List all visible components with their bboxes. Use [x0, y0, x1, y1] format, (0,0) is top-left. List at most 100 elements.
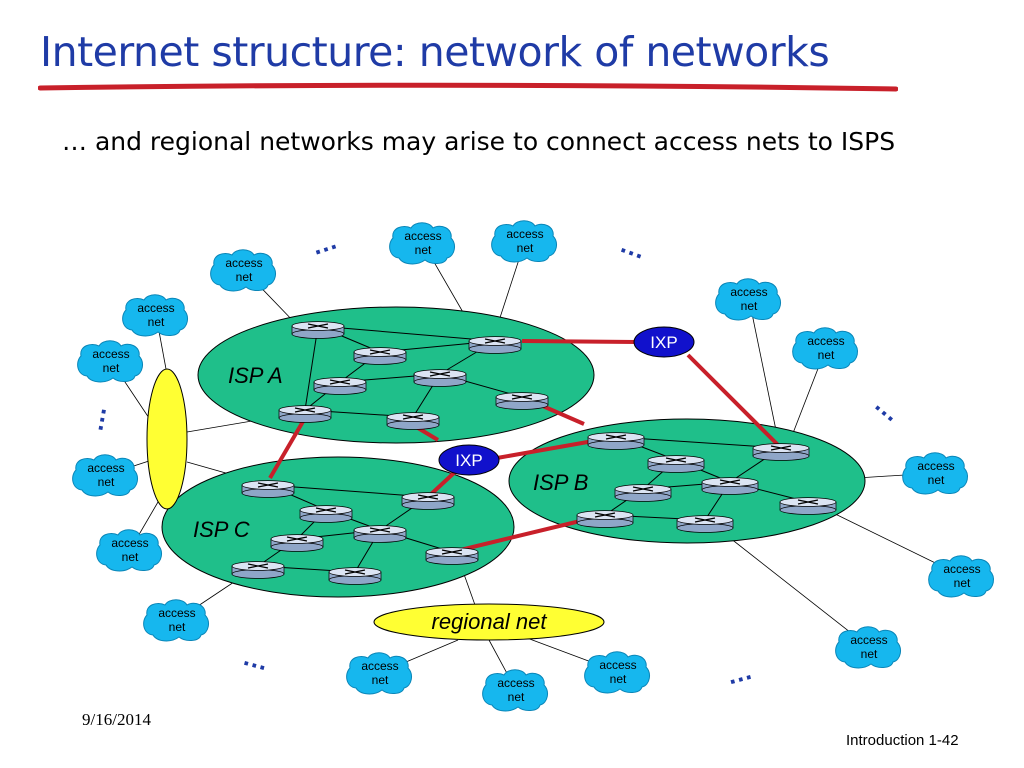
cloud-icon	[77, 340, 143, 383]
access-net-label: access	[497, 676, 534, 690]
ixp-top-label: IXP	[650, 333, 677, 352]
cloud-icon	[792, 327, 858, 370]
router-icon	[270, 534, 324, 552]
isp-c-label: ISP C	[193, 517, 250, 542]
internal-link	[267, 484, 429, 498]
peering-link	[521, 339, 637, 344]
access-net-label: access	[92, 347, 129, 361]
router-icon	[241, 480, 295, 498]
access-net-label: access	[599, 658, 636, 672]
access-net-label: access	[730, 285, 767, 299]
access-net-label: access	[361, 659, 398, 673]
router-icon	[468, 336, 522, 354]
router-icon	[291, 321, 345, 339]
router-icon	[701, 477, 759, 495]
regional-net-left	[146, 368, 188, 510]
access-net-label: net	[98, 475, 115, 489]
access-net-label: access	[807, 334, 844, 348]
ellipsis-bottom-left: …	[240, 641, 273, 677]
access-net-label: net	[122, 550, 139, 564]
access-link	[748, 298, 779, 441]
ellipsis-right: …	[869, 388, 908, 428]
ellipsis-bottom-right: …	[723, 655, 756, 691]
access-link	[715, 526, 870, 648]
ellipsis-top-left: …	[307, 225, 341, 262]
access-net-label: net	[818, 348, 835, 362]
ellipsis-left: …	[78, 403, 112, 434]
access-net-label: access	[917, 459, 954, 473]
access-net-label: net	[148, 315, 165, 329]
title-underline	[38, 82, 898, 92]
access-net-label: net	[741, 299, 758, 313]
regional-net-bottom	[373, 603, 605, 641]
router-icon	[386, 412, 440, 430]
access-net-label: access	[225, 256, 262, 270]
cloud-icon	[210, 249, 276, 292]
router-icon	[752, 443, 810, 461]
cloud-icon	[96, 529, 162, 572]
router-icon	[299, 505, 353, 523]
cloud-icon	[389, 222, 455, 265]
router-icon	[587, 432, 645, 450]
slide-date: 9/16/2014	[82, 710, 151, 729]
peering-link	[268, 416, 307, 480]
router-icon	[614, 484, 672, 502]
router-icon	[647, 455, 705, 473]
ixp-top: IXP	[633, 326, 695, 358]
cloud-icon	[902, 452, 968, 495]
router-icon	[313, 377, 367, 395]
routers	[231, 321, 837, 585]
isp-a-label: ISP A	[228, 363, 283, 388]
internal-link	[317, 325, 496, 342]
access-net-label: access	[137, 301, 174, 315]
internal-link	[304, 325, 319, 411]
cloud-icon	[346, 652, 412, 695]
cloud-icon	[72, 454, 138, 497]
router-icon	[353, 525, 407, 543]
access-net-label: net	[610, 672, 627, 686]
router-icon	[328, 567, 382, 585]
slide-title: Internet structure: network of networks	[40, 28, 830, 76]
ellipsis-top-right: …	[616, 228, 651, 265]
router-icon	[495, 392, 549, 410]
access-net-label: access	[404, 229, 441, 243]
access-net-label: net	[236, 270, 253, 284]
router-icon	[231, 561, 285, 579]
isp-b-label: ISP B	[533, 470, 588, 495]
slide-subtitle: … and regional networks may arise to con…	[62, 127, 896, 156]
router-icon	[676, 515, 734, 533]
cloud-icon	[715, 278, 781, 321]
access-net-label: access	[158, 606, 195, 620]
router-icon	[353, 347, 407, 365]
access-net-label: access	[850, 633, 887, 647]
cloud-icon	[143, 599, 209, 642]
ixp-middle: IXP	[438, 444, 500, 476]
cloud-icon	[122, 294, 188, 337]
cloud-icon	[584, 651, 650, 694]
access-nets: accessnetaccessnetaccessnetaccessnetacce…	[72, 220, 994, 712]
router-icon	[401, 492, 455, 510]
access-net-label: net	[928, 473, 945, 487]
router-icon	[278, 405, 332, 423]
access-net-label: net	[372, 673, 389, 687]
access-net-label: net	[508, 690, 525, 704]
router-icon	[576, 510, 634, 528]
access-net-label: net	[169, 620, 186, 634]
cloud-icon	[482, 669, 548, 712]
